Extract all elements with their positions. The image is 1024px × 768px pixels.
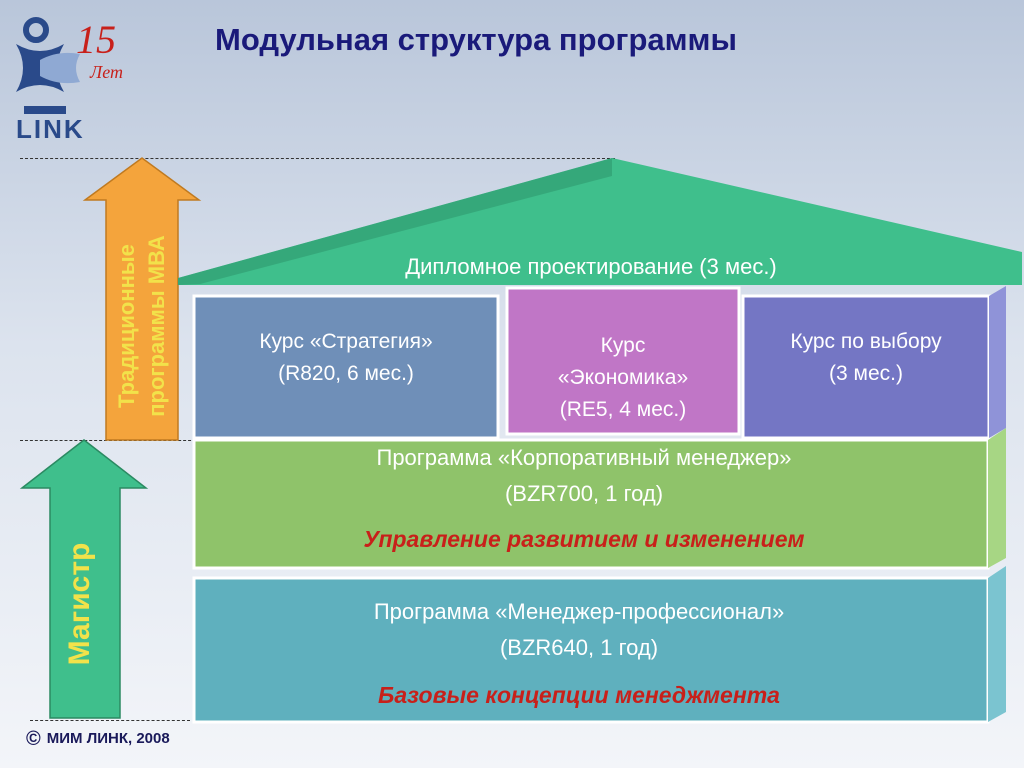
- professional-subtitle: Базовые концепции менеджмента: [378, 682, 780, 708]
- course-economics-box: [505, 286, 741, 436]
- logo-number: 15: [76, 17, 116, 62]
- corporate-subtitle: Управление развитием и изменением: [363, 526, 805, 552]
- corporate-text: Программа «Корпоративный менеджер» (BZR7…: [194, 440, 974, 512]
- professional-side: [988, 566, 1006, 722]
- master-arrow: [19, 439, 149, 719]
- course-strategy-line2: (R820, 6 мес.): [278, 362, 414, 385]
- copyright-text: МИМ ЛИНК, 2008: [46, 730, 170, 747]
- page-title: Модульная структура программы: [215, 22, 737, 57]
- corporate-line2: (BZR700, 1 год): [504, 481, 664, 506]
- course-elective-text: Курс по выбору (3 мес.): [743, 326, 989, 390]
- bottom-guide-line: [30, 720, 190, 721]
- master-arrow-text: Магистр: [63, 542, 96, 666]
- professional-text: Программа «Менеджер-профессионал» (BZR64…: [194, 594, 964, 666]
- roof-shape: [178, 158, 1022, 285]
- course-strategy-text: Курс «Стратегия» (R820, 6 мес.): [194, 326, 498, 390]
- corporate-line1: Программа «Корпоративный менеджер»: [376, 445, 792, 470]
- mba-arrow-line1: Традиционные: [114, 244, 139, 408]
- course-elective-line2: (3 мес.): [829, 362, 903, 385]
- course-row-side: [989, 286, 1006, 438]
- logo-script: Лет: [90, 62, 123, 82]
- course-economics-text: Курс «Экономика» (RE5, 4 мес.): [507, 330, 739, 426]
- course-strategy-box: [192, 294, 500, 440]
- roof-shade: [178, 158, 612, 285]
- roof-label: Дипломное проектирование (3 мес.): [405, 254, 777, 279]
- course-elective-line1: Курс по выбору: [790, 330, 942, 353]
- professional-line1: Программа «Менеджер-профессионал»: [373, 599, 785, 624]
- logo-emblem-icon: [16, 17, 80, 114]
- course-economics-line2: «Экономика»: [557, 366, 689, 389]
- professional-line2: (BZR640, 1 год): [499, 635, 659, 660]
- mba-arrow-label: Традиционные программы МВА: [112, 226, 172, 426]
- course-economics-line3: (RE5, 4 мес.): [559, 398, 687, 421]
- logo-brand: LINK: [16, 114, 85, 144]
- corporate-box: [192, 438, 990, 570]
- copyright-symbol: ©: [26, 728, 41, 750]
- logo: 15 Лет LINK: [10, 10, 140, 145]
- course-economics-line1: Курс: [600, 334, 646, 357]
- course-elective-box: [741, 294, 991, 440]
- course-strategy-line1: Курс «Стратегия»: [259, 330, 433, 353]
- mba-arrow-line2: программы МВА: [144, 235, 169, 417]
- top-guide-line: [20, 158, 615, 159]
- copyright: © МИМ ЛИНК, 2008: [26, 728, 170, 751]
- mba-arrow: [82, 157, 202, 441]
- master-arrow-label: Магистр: [62, 519, 98, 689]
- corporate-side: [988, 428, 1006, 568]
